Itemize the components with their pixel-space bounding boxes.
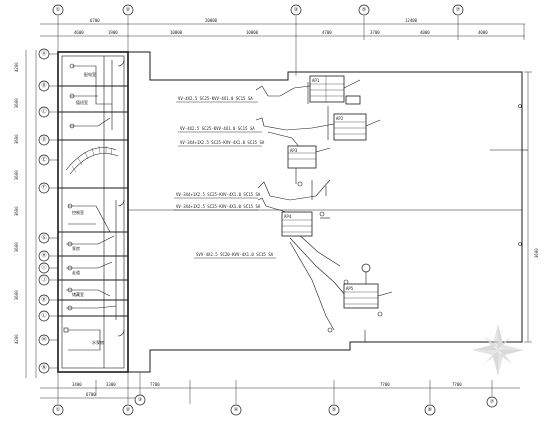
bottom-grid-axes: 3400 3300 7700 7700 7700 6700 ① ② ③ ④ ⑤ …	[40, 372, 520, 416]
axis-bubble-bottom-5	[328, 404, 340, 416]
panel-ap5-label: AP5	[346, 286, 354, 291]
panel-ap4: AP4	[281, 211, 313, 237]
axis-label-left-11: Ⓚ	[41, 296, 46, 303]
axis-label-bottom-2: ②	[126, 407, 131, 413]
dim-bottom-row1-4: 7700	[150, 382, 160, 387]
dim-top-row2-2: 1900	[108, 30, 118, 35]
dim-top-row1-5: 12400	[405, 18, 418, 23]
dim-top-row2-4: 10000	[246, 30, 259, 35]
dim-top-row2-6: 3700	[370, 30, 380, 35]
dim-top-row2-8: 4000	[478, 30, 488, 35]
room-label-6: 储藏室	[72, 291, 84, 297]
axis-bubble-top-3	[290, 4, 302, 16]
dim-top-row1-3: 20800	[205, 18, 218, 23]
dim-top-row1-1: 6700	[90, 18, 100, 23]
axis-bubble-bottom-7	[486, 396, 498, 408]
axis-label-left-10: Ⓙ	[41, 276, 46, 283]
room-label-5: 走道	[72, 269, 80, 275]
room-label-4: 泵房	[72, 245, 80, 251]
dim-top-row2-5: 4700	[322, 30, 332, 35]
axis-label-bottom-3: ③	[138, 397, 142, 403]
watermark-logo	[472, 324, 524, 376]
top-grid-axes: ① ② ③ ⑤ ⑦ 6700 20800 12400 4600 1900 108…	[40, 4, 525, 76]
room-label-7: 水泵房	[92, 339, 104, 345]
axis-bubble-top-7	[452, 4, 464, 16]
panel-ap3: AP3	[287, 145, 331, 184]
axis-bubble-bottom-2	[122, 404, 134, 416]
dim-left-5: 3600	[14, 206, 19, 216]
cable-callouts: VV-4X2.5 SC25-KVV-4X1.0 SC15 SA VV-4X2.5…	[174, 96, 276, 259]
axis-bubble-bottom-6	[424, 404, 436, 416]
right-dimensions: 3600	[518, 71, 539, 343]
dim-right-1: 3600	[534, 248, 539, 258]
panel-ap1-label: AP1	[312, 78, 320, 83]
panel-ap5: AP5	[343, 283, 393, 309]
panel-ap3-label: AP3	[290, 148, 298, 153]
axis-label-left-8: Ⓗ	[41, 252, 46, 259]
axis-label-bottom-7: ⑦	[490, 399, 495, 405]
dim-bottom-row1-1: 3400	[72, 382, 82, 387]
axis-label-left-7: Ⓖ	[41, 234, 46, 241]
axis-label-bottom-5: ⑤	[332, 407, 336, 413]
axis-bubble-bottom-1	[52, 404, 64, 416]
axis-label-left-12: Ⓛ	[41, 312, 46, 319]
cable-label-3: VV-3X4+1X2.5 SC25-KVV-4X1.0 SC15 SA	[180, 140, 265, 145]
axis-label-top-3: ③	[294, 7, 298, 13]
panel-ap2-label: AP2	[336, 116, 344, 121]
axis-marker-mid	[361, 263, 371, 273]
axis-label-left-6: Ⓕ	[41, 184, 46, 191]
dim-bottom-row1-6: 7700	[380, 382, 390, 387]
panel-ap1: AP1	[309, 75, 361, 105]
axis-label-top-1: ①	[56, 7, 61, 13]
cable-label-1: VV-4X2.5 SC25-KVV-4X1.0 SC15 SA	[178, 96, 253, 101]
dim-top-row2-7: 4000	[420, 30, 430, 35]
distribution-panels: AP1 AP2 AP3 AP4	[281, 75, 393, 333]
room-label-3: 控制室	[72, 209, 84, 215]
axis-label-bottom-6: ⑥	[428, 407, 433, 413]
dim-top-row2-3: 10800	[170, 30, 183, 35]
axis-label-left-1: Ⓐ	[41, 50, 46, 57]
dim-left-7: 3600	[14, 290, 19, 300]
cable-label-5: VV-3X4+1X2.5 SC25-KVV-4X1.0 SC15 SA	[176, 204, 261, 209]
axis-label-left-2: Ⓑ	[41, 82, 46, 89]
axis-label-top-5: ⑤	[362, 7, 366, 13]
dim-left-8: 4200	[14, 334, 19, 344]
axis-bubble-bottom-3	[134, 394, 146, 406]
axis-label-top-7: ⑦	[456, 7, 461, 13]
dim-top-row2-1: 4600	[74, 30, 84, 35]
axis-label-left-13: Ⓜ	[41, 336, 46, 343]
axis-label-left-5: Ⓔ	[41, 156, 46, 163]
axis-bubble-top-5	[358, 4, 370, 16]
dim-bottom-row1-7: 7700	[452, 382, 462, 387]
cable-label-6: SVV-4X2.5 SC20-KVV-4X1.0 SC15 SA	[196, 252, 274, 257]
axis-label-bottom-1: ①	[56, 407, 61, 413]
axis-label-left-14: Ⓝ	[41, 364, 46, 371]
feeder-routes	[255, 82, 347, 331]
panel-ap4-label: AP4	[284, 214, 292, 219]
axis-label-left-9: Ⓘ	[41, 264, 46, 271]
axis-label-top-2: ②	[126, 7, 131, 13]
cable-label-2: VV-4X2.5 SC25-KVV-4X1.0 SC15 SA	[180, 126, 255, 131]
dim-left-1: 4200	[14, 62, 19, 72]
auxiliary-rooms-block: 配电室 值班室 控制室 泵房 走道 储藏室 水泵房	[57, 51, 129, 373]
dim-left-4: 3600	[14, 170, 19, 180]
axis-bubble-bottom-4	[230, 404, 242, 416]
cable-label-4: VV-3X4+1X2.5 SC25-KVV-4X1.0 SC15 SA	[176, 192, 261, 197]
axis-bubble-top-1	[52, 4, 64, 16]
axis-label-bottom-4: ④	[234, 407, 239, 413]
dim-left-3: 3600	[14, 134, 19, 144]
panel-ap2: AP2	[333, 113, 381, 141]
room-label-2: 值班室	[76, 99, 88, 105]
axis-label-left-4: Ⓓ	[41, 136, 46, 143]
room-label-1: 配电室	[84, 71, 96, 77]
dim-left-2: 3600	[14, 98, 19, 108]
dim-bottom-row1-2: 3300	[106, 382, 116, 387]
dim-bottom-row2-1: 6700	[86, 392, 96, 397]
axis-label-left-3: Ⓒ	[41, 108, 46, 115]
dim-left-6: 3600	[14, 242, 19, 252]
axis-bubble-top-2	[122, 4, 134, 16]
